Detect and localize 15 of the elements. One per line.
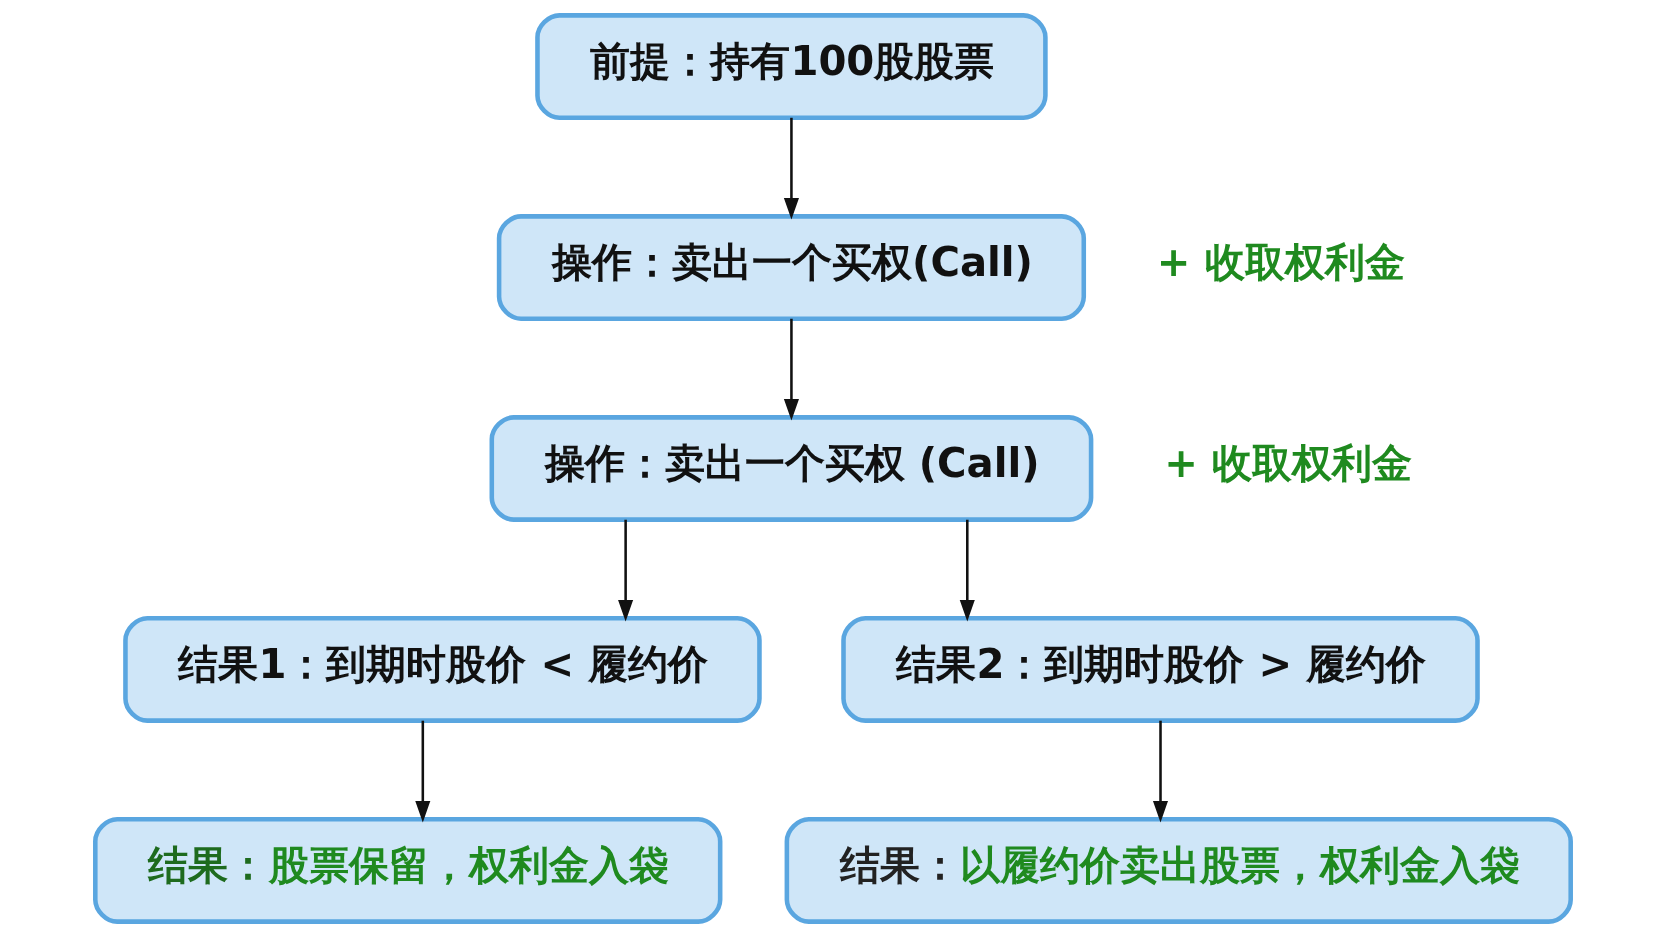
node-box: 结果：股票保留，权利金入袋 [93,817,723,924]
node-box: 操作：卖出一个买权(Call) [496,214,1087,321]
node-box: 前提：持有100股股票 [535,13,1048,120]
node-box: 结果2：到期时股价 > 履约价 [841,616,1480,723]
arrow [783,318,799,421]
node-label: + 收取权利金 [1156,238,1405,285]
node-label: + 收取权利金 [1164,439,1412,486]
arrow [783,117,799,220]
arrow [959,519,975,622]
arrow [415,720,431,823]
arrow [1152,720,1169,823]
node-box: 结果：以履约价卖出股票，权利金入袋 [784,817,1573,924]
arrow [618,519,634,622]
node-box: 操作：卖出一个买权 (Call) [489,415,1094,522]
node-box: 结果1：到期时股价 < 履约价 [123,616,762,723]
